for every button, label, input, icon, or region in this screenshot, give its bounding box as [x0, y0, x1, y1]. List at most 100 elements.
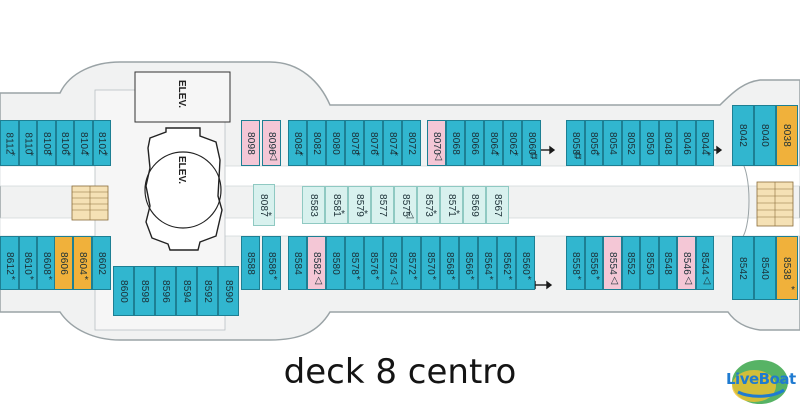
cabin-8566[interactable]: 8566*	[459, 236, 478, 290]
cabin-number: 8558	[569, 251, 581, 275]
cabin-8582[interactable]: 8582△	[307, 236, 326, 290]
cabin-8546[interactable]: 8546△	[677, 236, 696, 290]
cabin-8112[interactable]: 8112*	[0, 120, 19, 166]
accessible-triangle-icon: △	[406, 209, 414, 220]
elevator-label-core: ELEV.	[176, 156, 187, 184]
cabin-8044[interactable]: 8044*	[695, 120, 714, 166]
cabin-8540[interactable]: 8540	[754, 236, 776, 300]
cabin-8588[interactable]: 8588	[241, 236, 260, 290]
cabin-8612[interactable]: 8612*	[0, 236, 19, 290]
cabin-8590[interactable]: 8590	[218, 266, 239, 316]
cabin-8048[interactable]: 8048	[658, 120, 677, 166]
cabin-8068[interactable]: 8068	[446, 120, 465, 166]
cabin-8572[interactable]: 8572*	[402, 236, 421, 290]
cabin-8087[interactable]: 8087*	[253, 184, 275, 226]
star-icon: *	[67, 151, 71, 162]
cabin-8070[interactable]: 8070△	[427, 120, 446, 166]
cabin-8584[interactable]: 8584	[288, 236, 307, 290]
cabin-8050[interactable]: 8050	[640, 120, 659, 166]
cabin-8046[interactable]: 8046	[677, 120, 696, 166]
cabin-8544[interactable]: 8544△	[695, 236, 714, 290]
cabin-8056[interactable]: 8056*	[584, 120, 603, 166]
cabin-8102[interactable]: 8102*	[92, 120, 111, 166]
cabin-8596[interactable]: 8596	[155, 266, 176, 316]
cabin-8570[interactable]: 8570*	[421, 236, 440, 290]
cabin-8042[interactable]: 8042	[732, 105, 754, 166]
cabin-8082[interactable]: 8082	[307, 120, 326, 166]
cabin-8556[interactable]: 8556*	[584, 236, 603, 290]
elevator-label-aft: ELEV.	[176, 80, 187, 108]
cabin-8098[interactable]: 8098	[241, 120, 260, 166]
cabin-8573[interactable]: 8573*	[417, 186, 440, 224]
star-icon: *	[433, 209, 437, 220]
star-icon: *	[341, 209, 345, 220]
cabin-8579[interactable]: 8579*	[348, 186, 371, 224]
cabin-number: 8577	[377, 193, 389, 217]
cabin-8598[interactable]: 8598	[134, 266, 155, 316]
cabin-8580[interactable]: 8580	[326, 236, 345, 290]
cabin-8554[interactable]: 8554△	[603, 236, 622, 290]
cabin-8583[interactable]: 8583	[302, 186, 325, 224]
cabin-8568[interactable]: 8568*	[440, 236, 459, 290]
cabin-8072[interactable]: 8072	[402, 120, 421, 166]
cabin-8560[interactable]: 8560*	[516, 236, 535, 290]
cabin-8594[interactable]: 8594	[176, 266, 197, 316]
cabin-8038[interactable]: 8038	[776, 105, 798, 166]
cabin-8576[interactable]: 8576*	[364, 236, 383, 290]
cabin-8567[interactable]: 8567	[486, 186, 509, 224]
cabin-8066[interactable]: 8066	[465, 120, 484, 166]
cabin-8575[interactable]: 8575△	[394, 186, 417, 224]
star-icon: *	[85, 151, 90, 162]
cabin-8564[interactable]: 8564*	[478, 236, 497, 290]
cabin-8606[interactable]: 8606	[54, 236, 73, 290]
cabin-8586[interactable]: 8586*	[262, 236, 281, 290]
cabin-8550[interactable]: 8550	[640, 236, 659, 290]
cabin-8542[interactable]: 8542	[732, 236, 754, 300]
cabin-8571[interactable]: 8571*	[440, 186, 463, 224]
star-icon: *	[48, 151, 53, 162]
cabin-8062[interactable]: 8062*	[503, 120, 522, 166]
cabin-8552[interactable]: 8552	[621, 236, 640, 290]
cabin-8058[interactable]: 8058⧉	[566, 120, 585, 166]
cabin-number: 8544	[699, 251, 711, 275]
cabin-8538[interactable]: 8538*	[776, 236, 798, 300]
cabin-8064[interactable]: 8064*	[484, 120, 503, 166]
cabin-number: 8554	[606, 251, 618, 275]
cabin-8600[interactable]: 8600	[113, 266, 134, 316]
cabin-8574[interactable]: 8574△	[383, 236, 402, 290]
star-icon: *	[577, 275, 582, 286]
cabin-number: 8580	[329, 251, 341, 275]
star-icon: *	[104, 151, 108, 162]
cabin-8108[interactable]: 8108*	[37, 120, 56, 166]
cabin-8110[interactable]: 8110*	[18, 120, 37, 166]
cabin-8602[interactable]: 8602	[92, 236, 111, 290]
cabin-8080[interactable]: 8080	[326, 120, 345, 166]
cabin-8577[interactable]: 8577	[371, 186, 394, 224]
cabin-8084[interactable]: 8084*	[288, 120, 307, 166]
cabin-8592[interactable]: 8592	[197, 266, 218, 316]
cabin-8558[interactable]: 8558*	[566, 236, 585, 290]
cabin-number: 8552	[625, 251, 637, 275]
star-icon: *	[356, 151, 361, 162]
cabin-8060[interactable]: 8060⧉	[522, 120, 541, 166]
cabin-8096[interactable]: 8096△	[262, 120, 281, 166]
cabin-8104[interactable]: 8104*	[74, 120, 93, 166]
star-icon: *	[356, 275, 361, 286]
cabin-8052[interactable]: 8052	[621, 120, 640, 166]
cabin-8076[interactable]: 8076*	[364, 120, 383, 166]
star-icon: *	[11, 275, 16, 286]
star-icon: *	[456, 209, 460, 220]
cabin-8608[interactable]: 8608*	[37, 236, 56, 290]
cabin-8074[interactable]: 8074*	[383, 120, 402, 166]
cabin-8548[interactable]: 8548	[658, 236, 677, 290]
cabin-8578[interactable]: 8578*	[345, 236, 364, 290]
cabin-8610[interactable]: 8610*	[18, 236, 37, 290]
cabin-8569[interactable]: 8569	[463, 186, 486, 224]
cabin-8106[interactable]: 8106*	[55, 120, 74, 166]
cabin-8562[interactable]: 8562*	[497, 236, 516, 290]
cabin-8040[interactable]: 8040	[754, 105, 776, 166]
cabin-8604[interactable]: 8604*	[73, 236, 92, 290]
cabin-8078[interactable]: 8078*	[345, 120, 364, 166]
cabin-8054[interactable]: 8054	[603, 120, 622, 166]
cabin-8581[interactable]: 8581*	[325, 186, 348, 224]
